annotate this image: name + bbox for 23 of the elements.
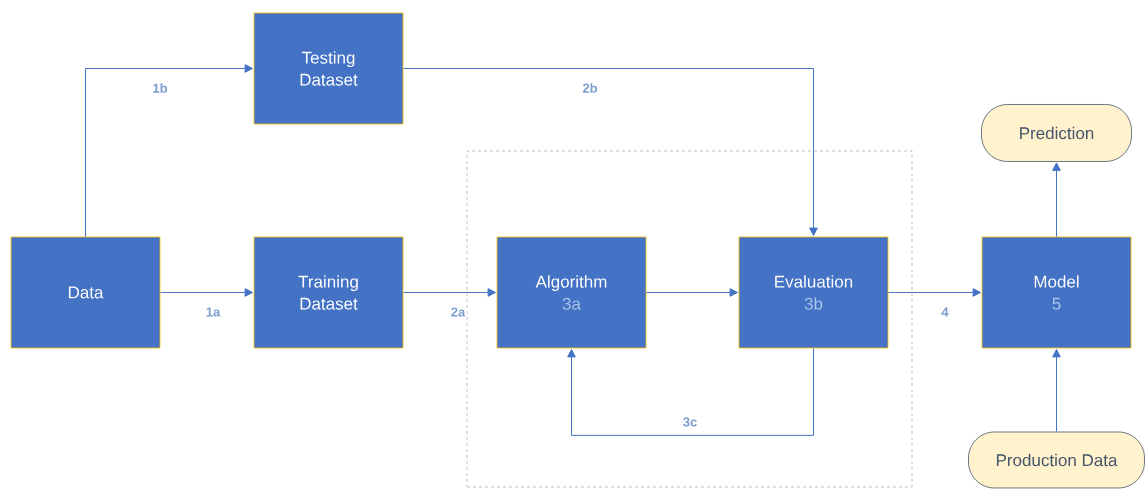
arrow bbox=[1052, 349, 1061, 433]
process-box: Evaluation 3b bbox=[738, 236, 889, 349]
arrow bbox=[887, 288, 981, 297]
edge-label: 2b bbox=[581, 82, 599, 94]
edge-label: 3c bbox=[681, 416, 699, 428]
edge-label: 1a bbox=[204, 306, 222, 318]
edge-label: 1b bbox=[151, 82, 169, 94]
process-box: Testing Dataset bbox=[253, 12, 404, 125]
dashed-group-box bbox=[466, 150, 913, 488]
arrow bbox=[402, 288, 496, 297]
arrow bbox=[645, 288, 738, 297]
arrow bbox=[567, 347, 814, 436]
process-box: Algorithm 3a bbox=[496, 236, 647, 349]
edge-label: 4 bbox=[940, 306, 950, 318]
edge-label: 2a bbox=[449, 306, 467, 318]
process-box: Model 5 bbox=[981, 236, 1132, 349]
terminal-oval: Production Data bbox=[968, 431, 1145, 489]
arrow bbox=[159, 288, 253, 297]
arrow bbox=[85, 64, 253, 238]
process-box: Training Dataset bbox=[253, 236, 404, 349]
process-box: Data bbox=[10, 236, 161, 349]
arrow bbox=[1052, 162, 1061, 238]
arrow bbox=[402, 68, 818, 236]
